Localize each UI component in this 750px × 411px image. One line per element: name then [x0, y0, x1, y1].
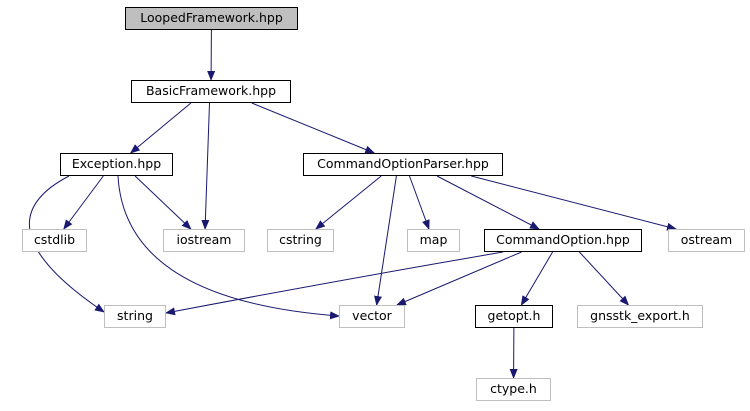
edge-exception-to-vector — [117, 175, 340, 320]
edge-basic-to-exception — [129, 102, 192, 154]
node-gnsstk-export-h: gnsstk_export.h — [577, 305, 703, 328]
node-ctype-h: ctype.h — [476, 378, 551, 401]
node-exception-hpp[interactable]: Exception.hpp — [60, 153, 173, 176]
node-getopt-h[interactable]: getopt.h — [475, 305, 553, 328]
node-cstdlib: cstdlib — [22, 229, 87, 252]
edge-cop-to-ostream — [471, 175, 677, 231]
edge-cop-to-co — [436, 175, 540, 230]
node-vector: vector — [339, 305, 405, 328]
node-command-option-parser-hpp[interactable]: CommandOptionParser.hpp — [303, 153, 503, 176]
node-looped-framework-hpp[interactable]: LoopedFramework.hpp — [125, 7, 298, 30]
node-iostream: iostream — [163, 229, 245, 252]
edge-exception-to-cstdlib — [63, 175, 104, 230]
edge-co-to-vector — [396, 251, 522, 306]
node-cstring: cstring — [267, 229, 334, 252]
edge-cop-to-map — [409, 175, 430, 230]
edge-co-to-string — [165, 251, 504, 316]
edge-co-to-getopt — [520, 251, 554, 306]
node-map: map — [407, 229, 460, 252]
edge-co-to-gnsstk — [578, 251, 630, 306]
node-string: string — [104, 305, 166, 328]
node-command-option-hpp[interactable]: CommandOption.hpp — [484, 229, 642, 252]
node-ostream: ostream — [668, 229, 745, 252]
edge-exception-to-iostream — [134, 175, 192, 230]
node-basic-framework-hpp[interactable]: BasicFramework.hpp — [131, 80, 291, 103]
edge-cop-to-vector — [374, 175, 397, 306]
edge-basic-to-iostream — [201, 102, 211, 230]
edge-basic-to-cop — [251, 102, 376, 154]
edge-cop-to-cstring — [315, 175, 382, 230]
